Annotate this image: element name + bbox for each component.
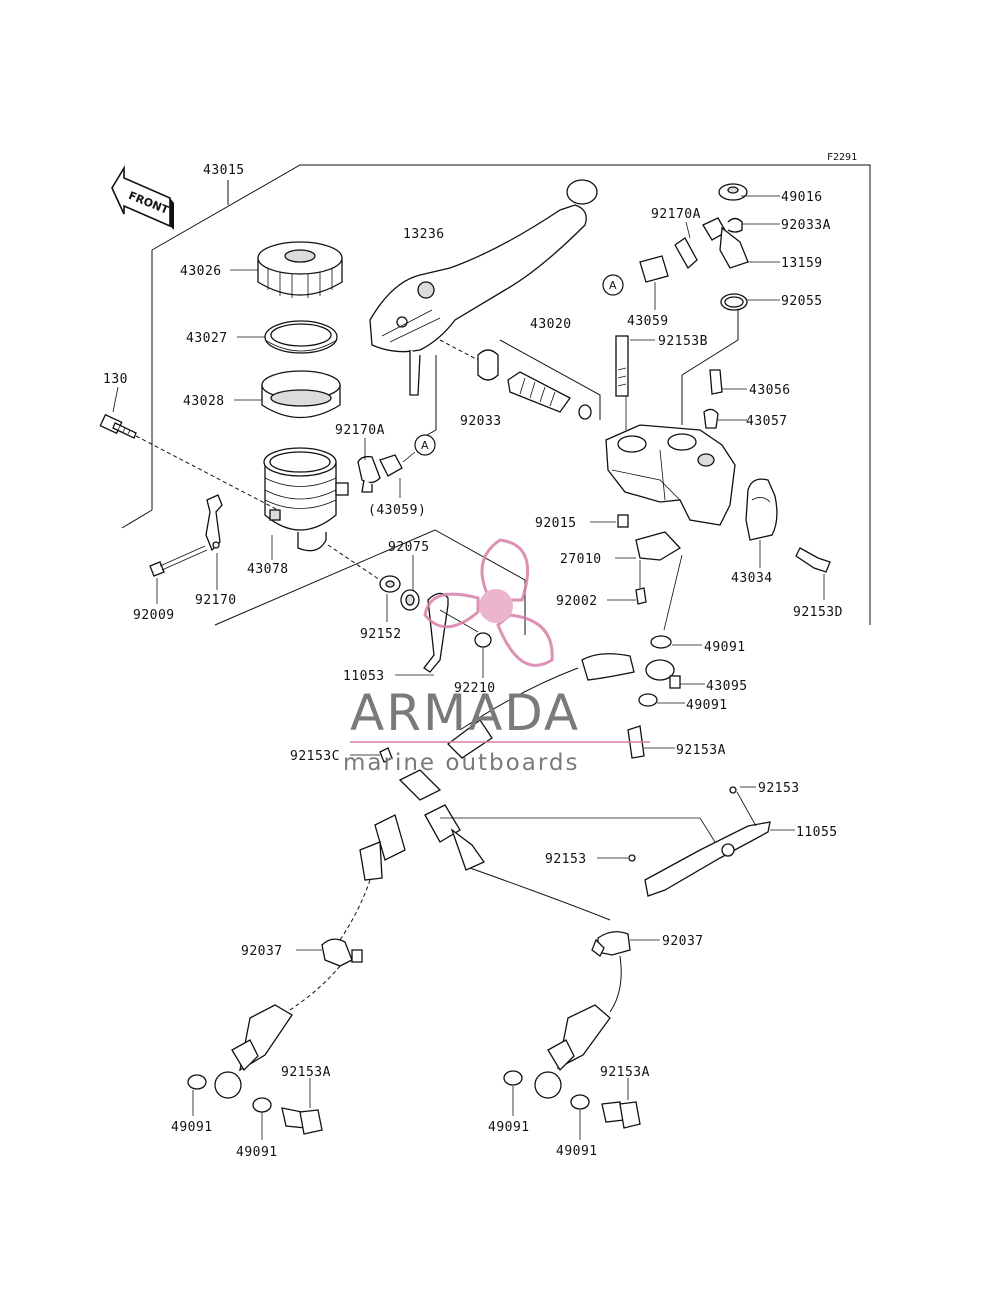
label-43028: 43028	[183, 394, 225, 409]
label-49091-b: 49091	[686, 698, 728, 713]
reservoir-diaphragm	[261, 370, 341, 419]
label-92033a: 92033A	[781, 218, 831, 233]
label-92210: 92210	[454, 681, 496, 696]
label-49091-a: 49091	[704, 640, 746, 655]
label-92153-a: 92153	[758, 781, 800, 796]
label-92152: 92152	[360, 627, 402, 642]
label-92015: 92015	[535, 516, 577, 531]
front-arrow-icon: FRONT	[111, 165, 174, 230]
clamp-92170a-left: A	[357, 434, 436, 493]
grommets-and-bracket	[327, 544, 492, 673]
master-cylinder-body	[605, 424, 736, 528]
label-43059: 43059	[627, 314, 669, 329]
label-92170a-left: 92170A	[335, 423, 385, 438]
watermark: ARMADA marine outboards	[343, 538, 650, 776]
label-92055: 92055	[781, 294, 823, 309]
label-49091-lb: 49091	[236, 1145, 278, 1160]
lower-left-hose	[187, 938, 363, 1135]
label-11053: 11053	[343, 669, 385, 684]
label-130: 130	[103, 372, 128, 387]
propeller-logo-icon	[423, 538, 554, 667]
label-92153b: 92153B	[658, 334, 708, 349]
watermark-tagline: marine outboards	[343, 750, 579, 776]
bracket-92170	[149, 494, 223, 577]
label-92153c: 92153C	[290, 749, 340, 764]
label-13236: 13236	[403, 227, 445, 242]
watermark-brand: ARMADA	[350, 684, 580, 742]
label-92170: 92170	[195, 593, 237, 608]
label-92153d: 92153D	[793, 605, 843, 620]
banjo-43095	[581, 554, 683, 759]
label-92009: 92009	[133, 608, 175, 623]
label-43027: 43027	[186, 331, 228, 346]
clamp-43034	[745, 478, 831, 573]
label-43034: 43034	[731, 571, 773, 586]
top-right-parts: A	[602, 183, 749, 430]
label-43059-paren: (43059)	[368, 503, 426, 518]
label-49091-ll: 49091	[171, 1120, 213, 1135]
label-27010: 27010	[560, 552, 602, 567]
reservoir-cap	[257, 241, 343, 298]
bolt-130	[99, 413, 279, 511]
leader-lines	[112, 195, 825, 1140]
label-92037-right: 92037	[662, 934, 704, 949]
label-92033: 92033	[460, 414, 502, 429]
assembly-frame	[121, 164, 871, 635]
reservoir-body	[263, 447, 349, 552]
label-43056: 43056	[749, 383, 791, 398]
label-92153a-a: 92153A	[676, 743, 726, 758]
brake-hose-assembly	[339, 667, 716, 941]
label-43078: 43078	[247, 562, 289, 577]
brake-switch	[635, 531, 682, 605]
lower-right-hose	[503, 931, 641, 1129]
label-92153-b: 92153	[545, 852, 587, 867]
label-43057: 43057	[746, 414, 788, 429]
label-43015: 43015	[203, 163, 245, 178]
label-92170a-right: 92170A	[651, 207, 701, 222]
diagram-code: F2291	[827, 152, 857, 163]
label-43095: 43095	[706, 679, 748, 694]
brake-lever	[369, 179, 598, 396]
label-92002: 92002	[556, 594, 598, 609]
ref-marker-right: A	[609, 279, 617, 292]
reservoir-ring	[264, 320, 338, 354]
label-43020: 43020	[530, 317, 572, 332]
label-92075: 92075	[388, 540, 430, 555]
label-13159: 13159	[781, 256, 823, 271]
label-11055: 11055	[796, 825, 838, 840]
label-43026: 43026	[180, 264, 222, 279]
piston-kit	[439, 339, 592, 420]
label-92153a-left: 92153A	[281, 1065, 331, 1080]
label-49016: 49016	[781, 190, 823, 205]
label-92037-left: 92037	[241, 944, 283, 959]
part-labels: 43015 13236 43026 43027 43028 130 92170A…	[103, 163, 843, 1160]
label-49091-rb: 49091	[556, 1144, 598, 1159]
label-49091-rl: 49091	[488, 1120, 530, 1135]
bracket-11055	[628, 786, 771, 897]
ref-marker-left: A	[421, 439, 429, 452]
label-92153a-right: 92153A	[600, 1065, 650, 1080]
